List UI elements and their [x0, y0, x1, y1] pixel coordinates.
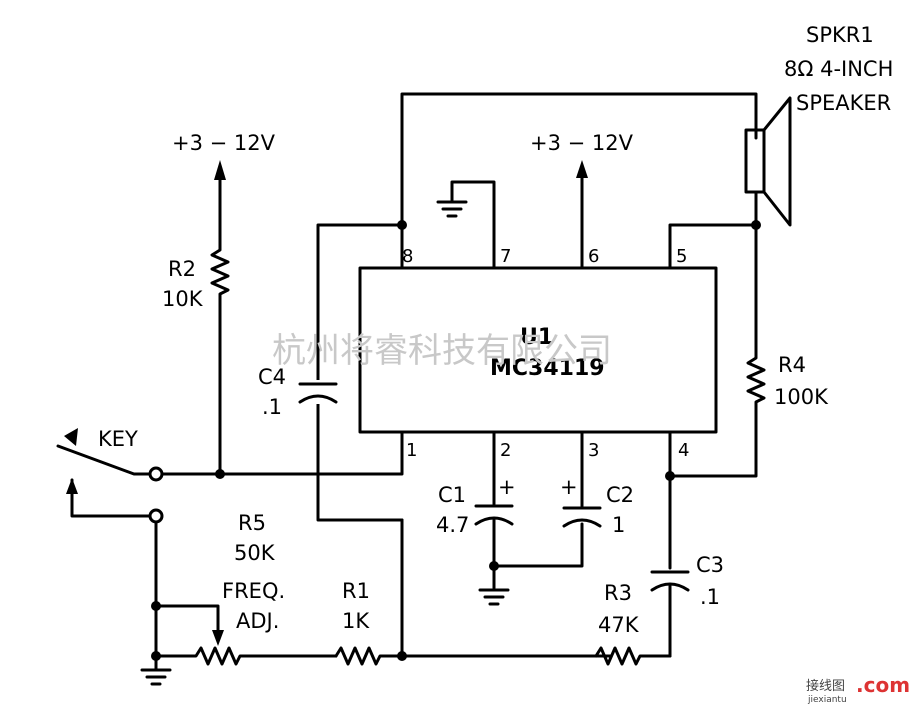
c1-plate-bottom [474, 516, 514, 526]
c1-value: 4.7 [436, 513, 469, 537]
pin-5-label: 5 [676, 246, 687, 267]
key-contact-bottom [148, 508, 164, 524]
r5-value: 50K [234, 541, 276, 565]
ground-left-icon [140, 668, 172, 686]
ic-ref-label: U1 [520, 325, 553, 350]
watermark-site: 接线图 [806, 678, 845, 694]
ground-icon [436, 200, 468, 218]
key-lever[interactable] [56, 444, 152, 476]
r5-note-adj: ADJ. [236, 609, 279, 633]
r1-resistor [334, 646, 612, 666]
r4-value: 100K [774, 385, 829, 409]
c2-plate-bottom [562, 518, 602, 528]
r5-note-freq: FREQ. [222, 579, 285, 603]
c3-value: .1 [700, 585, 720, 609]
supply-pin6-label: +3 − 12V [530, 131, 634, 155]
c2-polarity: + [560, 475, 578, 499]
pin-3-label: 3 [588, 440, 599, 461]
r3-ref: R3 [604, 581, 632, 605]
pin-7-label: 7 [500, 246, 511, 267]
pin-6-label: 6 [588, 246, 599, 267]
junction-r2 [215, 469, 225, 479]
c2-ref: C2 [606, 483, 634, 507]
c3-plate-bottom [650, 582, 690, 592]
r3-value: 47K [598, 613, 640, 637]
r2-resistor [210, 178, 230, 476]
watermark-pinyin: jiexiantu [807, 695, 847, 704]
r4-resistor [668, 223, 766, 478]
key-contact-top [148, 466, 164, 482]
r5-resistor[interactable] [154, 646, 338, 666]
wire-pin1 [160, 430, 404, 476]
ground-c1-icon [478, 588, 510, 606]
junction-pin8 [397, 220, 407, 230]
r3-resistor [594, 646, 672, 666]
c1-ref: C1 [438, 483, 466, 507]
r1-ref: R1 [342, 579, 370, 603]
supply-left-arrow-icon [214, 160, 226, 180]
junction-pin4 [665, 471, 675, 481]
r5-wiper-wire [154, 604, 220, 638]
speaker-symbol [744, 96, 792, 227]
wire-pin8-c4 [316, 223, 404, 522]
key-return-wire [70, 478, 152, 518]
wire-c2-bottom [492, 522, 584, 568]
r4-ref: R4 [778, 353, 806, 377]
c4-ref: C4 [258, 365, 286, 389]
wire-pin8-speaker [400, 92, 758, 270]
ic-body [358, 266, 718, 434]
key-arrow-icon [66, 478, 78, 494]
speaker-ref: SPKR1 [806, 23, 874, 47]
supply-left-label: +3 − 12V [172, 131, 276, 155]
c4-plate-bottom [298, 394, 338, 404]
pin-1-label: 1 [406, 440, 417, 461]
supply-arrow-icon [576, 160, 588, 178]
r5-wiper-arrow-icon [212, 630, 224, 646]
pin-2-label: 2 [500, 440, 511, 461]
c1-polarity: + [498, 475, 516, 499]
c4-value: .1 [262, 395, 282, 419]
key-pushbutton-icon[interactable] [64, 428, 78, 446]
r2-value: 10K [162, 287, 204, 311]
speaker-type: SPEAKER [796, 91, 891, 115]
watermark-domain: .com [856, 673, 910, 697]
r5-ref: R5 [238, 511, 266, 535]
key-label: KEY [98, 427, 138, 451]
watermark-company: 杭州将睿科技有限公司 [272, 331, 612, 371]
pin-4-label: 4 [678, 440, 689, 461]
speaker-spec: 8Ω 4-INCH [784, 57, 893, 81]
wire-pin7-ground [450, 180, 496, 270]
c3-ref: C3 [696, 553, 724, 577]
r2-ref: R2 [168, 257, 196, 281]
wire-speaker-pin5 [668, 190, 758, 270]
c2-value: 1 [612, 513, 625, 537]
ic-part-label: MC34119 [490, 356, 605, 381]
r1-value: 1K [342, 609, 370, 633]
pin-8-label: 8 [402, 246, 413, 267]
